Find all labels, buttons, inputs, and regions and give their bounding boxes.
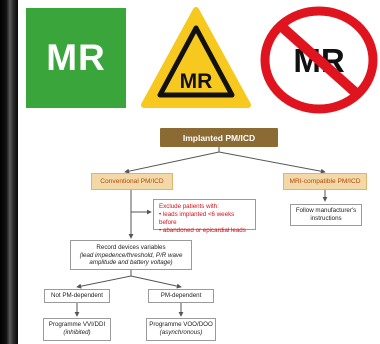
mr-unsafe-sign: MR: [260, 6, 378, 114]
programme-vvi-box: Programme VVI/DDI (inhibited): [43, 318, 111, 341]
conventional-label: Conventional PM/ICD: [100, 178, 164, 185]
root-box: Implanted PM/ICD: [160, 128, 278, 147]
mr-safe-label: MR: [46, 37, 106, 78]
exclude-box: Exclude patients with: • leads implanted…: [153, 199, 256, 234]
programme-voo-note: (asynchronous): [159, 328, 203, 336]
programme-voo-label: Programme VOO/DOO: [149, 321, 213, 328]
not-pm-dependent-label: Not PM-dependent: [51, 292, 103, 299]
background-image-strip: [0, 0, 18, 344]
mri-compatible-label: MRI-compatible PM/ICD: [289, 178, 361, 185]
pm-dependent-box: PM-dependent: [148, 289, 214, 303]
follow-instructions-box: Follow manufacturer's instructions: [290, 204, 362, 226]
programme-vvi-label: Programme VVI/DDI: [48, 321, 106, 328]
exclude-title: Exclude patients with:: [159, 203, 219, 210]
follow-line-2: instructions: [310, 214, 342, 222]
conventional-box: Conventional PM/ICD: [91, 173, 173, 190]
mr-conditional-label: MR: [180, 70, 213, 93]
record-detail-1: (lead impedence/threshold, P/R wave: [79, 251, 183, 259]
programme-vvi-note: (inhibited): [63, 328, 91, 336]
record-detail-2: amplitude and battery voltage): [89, 259, 173, 267]
programme-voo-box: Programme VOO/DOO (asynchronous): [146, 318, 216, 341]
mr-safe-sign: MR: [26, 8, 126, 108]
pm-dependent-label: PM-dependent: [160, 292, 202, 299]
root-label: Implanted PM/ICD: [182, 132, 256, 143]
not-pm-dependent-box: Not PM-dependent: [44, 289, 110, 303]
mri-compatible-box: MRI-compatible PM/ICD: [283, 173, 367, 190]
follow-line-1: Follow manufacturer's: [295, 207, 357, 214]
exclude-item-abandoned-leads: • abandoned or epicardial leads: [159, 227, 246, 234]
record-title: Record devices variables: [96, 244, 166, 251]
mr-conditional-sign: MR: [141, 7, 251, 108]
record-variables-box: Record devices variables (lead impedence…: [70, 240, 192, 270]
exclude-item-recent-leads: • leads implanted <6 weeks before: [159, 211, 235, 226]
